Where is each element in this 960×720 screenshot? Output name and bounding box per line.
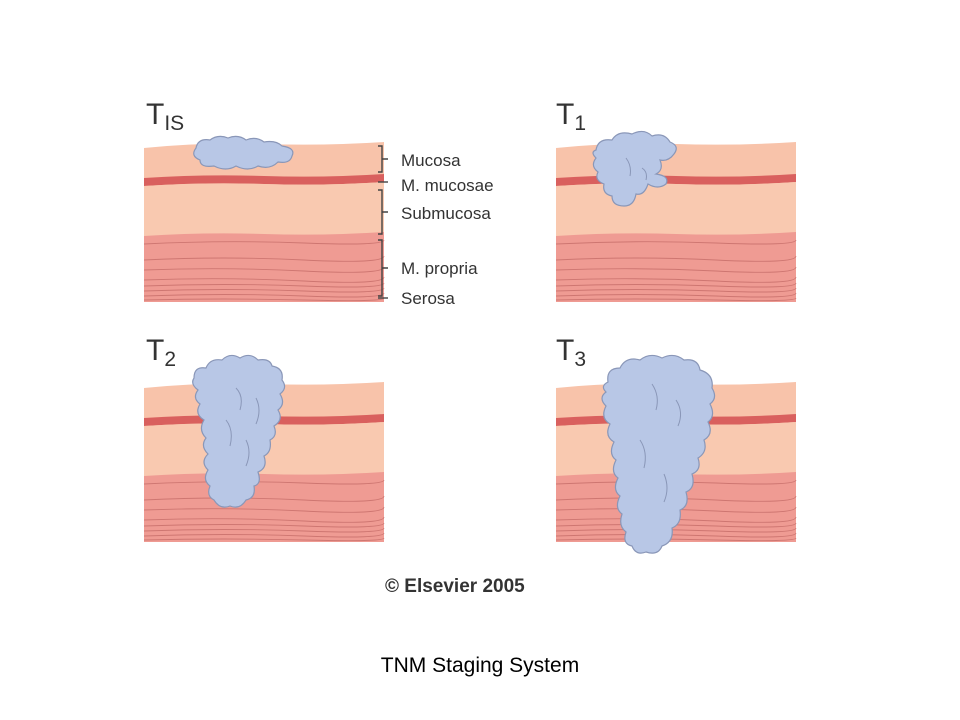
- bracket-mucosa: [378, 145, 388, 173]
- copyright-credit: © Elsevier 2005: [385, 576, 525, 597]
- tumor-t3: [601, 354, 716, 554]
- panel-t3: T3: [555, 334, 797, 554]
- figure-caption: TNM Staging System: [380, 654, 580, 677]
- stage-label-t2: T2: [146, 334, 176, 371]
- panel-tis: TIS: [143, 98, 385, 303]
- layer-label-serosa: Serosa: [401, 289, 455, 308]
- bracket-submucosa: [378, 189, 388, 235]
- layer-label-mucosa: Mucosa: [401, 151, 461, 170]
- layer-labels: [378, 145, 388, 299]
- tumor-t2: [192, 354, 286, 508]
- tumor-tis: [193, 135, 294, 170]
- bracket-m-propria: [378, 239, 388, 297]
- layer-label-m-propria: M. propria: [401, 259, 478, 278]
- stage-label-t1: T1: [556, 98, 586, 135]
- stage-label-t3: T3: [556, 334, 586, 371]
- bowel-wall: [555, 141, 797, 303]
- panel-t2: T2: [143, 334, 385, 543]
- panel-t1: T1: [555, 98, 797, 303]
- layer-label-submucosa: Submucosa: [401, 204, 491, 223]
- stage-label-tis: TIS: [146, 98, 184, 135]
- layer-label-m-mucosae: M. mucosae: [401, 176, 494, 195]
- tumor-t1: [592, 130, 677, 207]
